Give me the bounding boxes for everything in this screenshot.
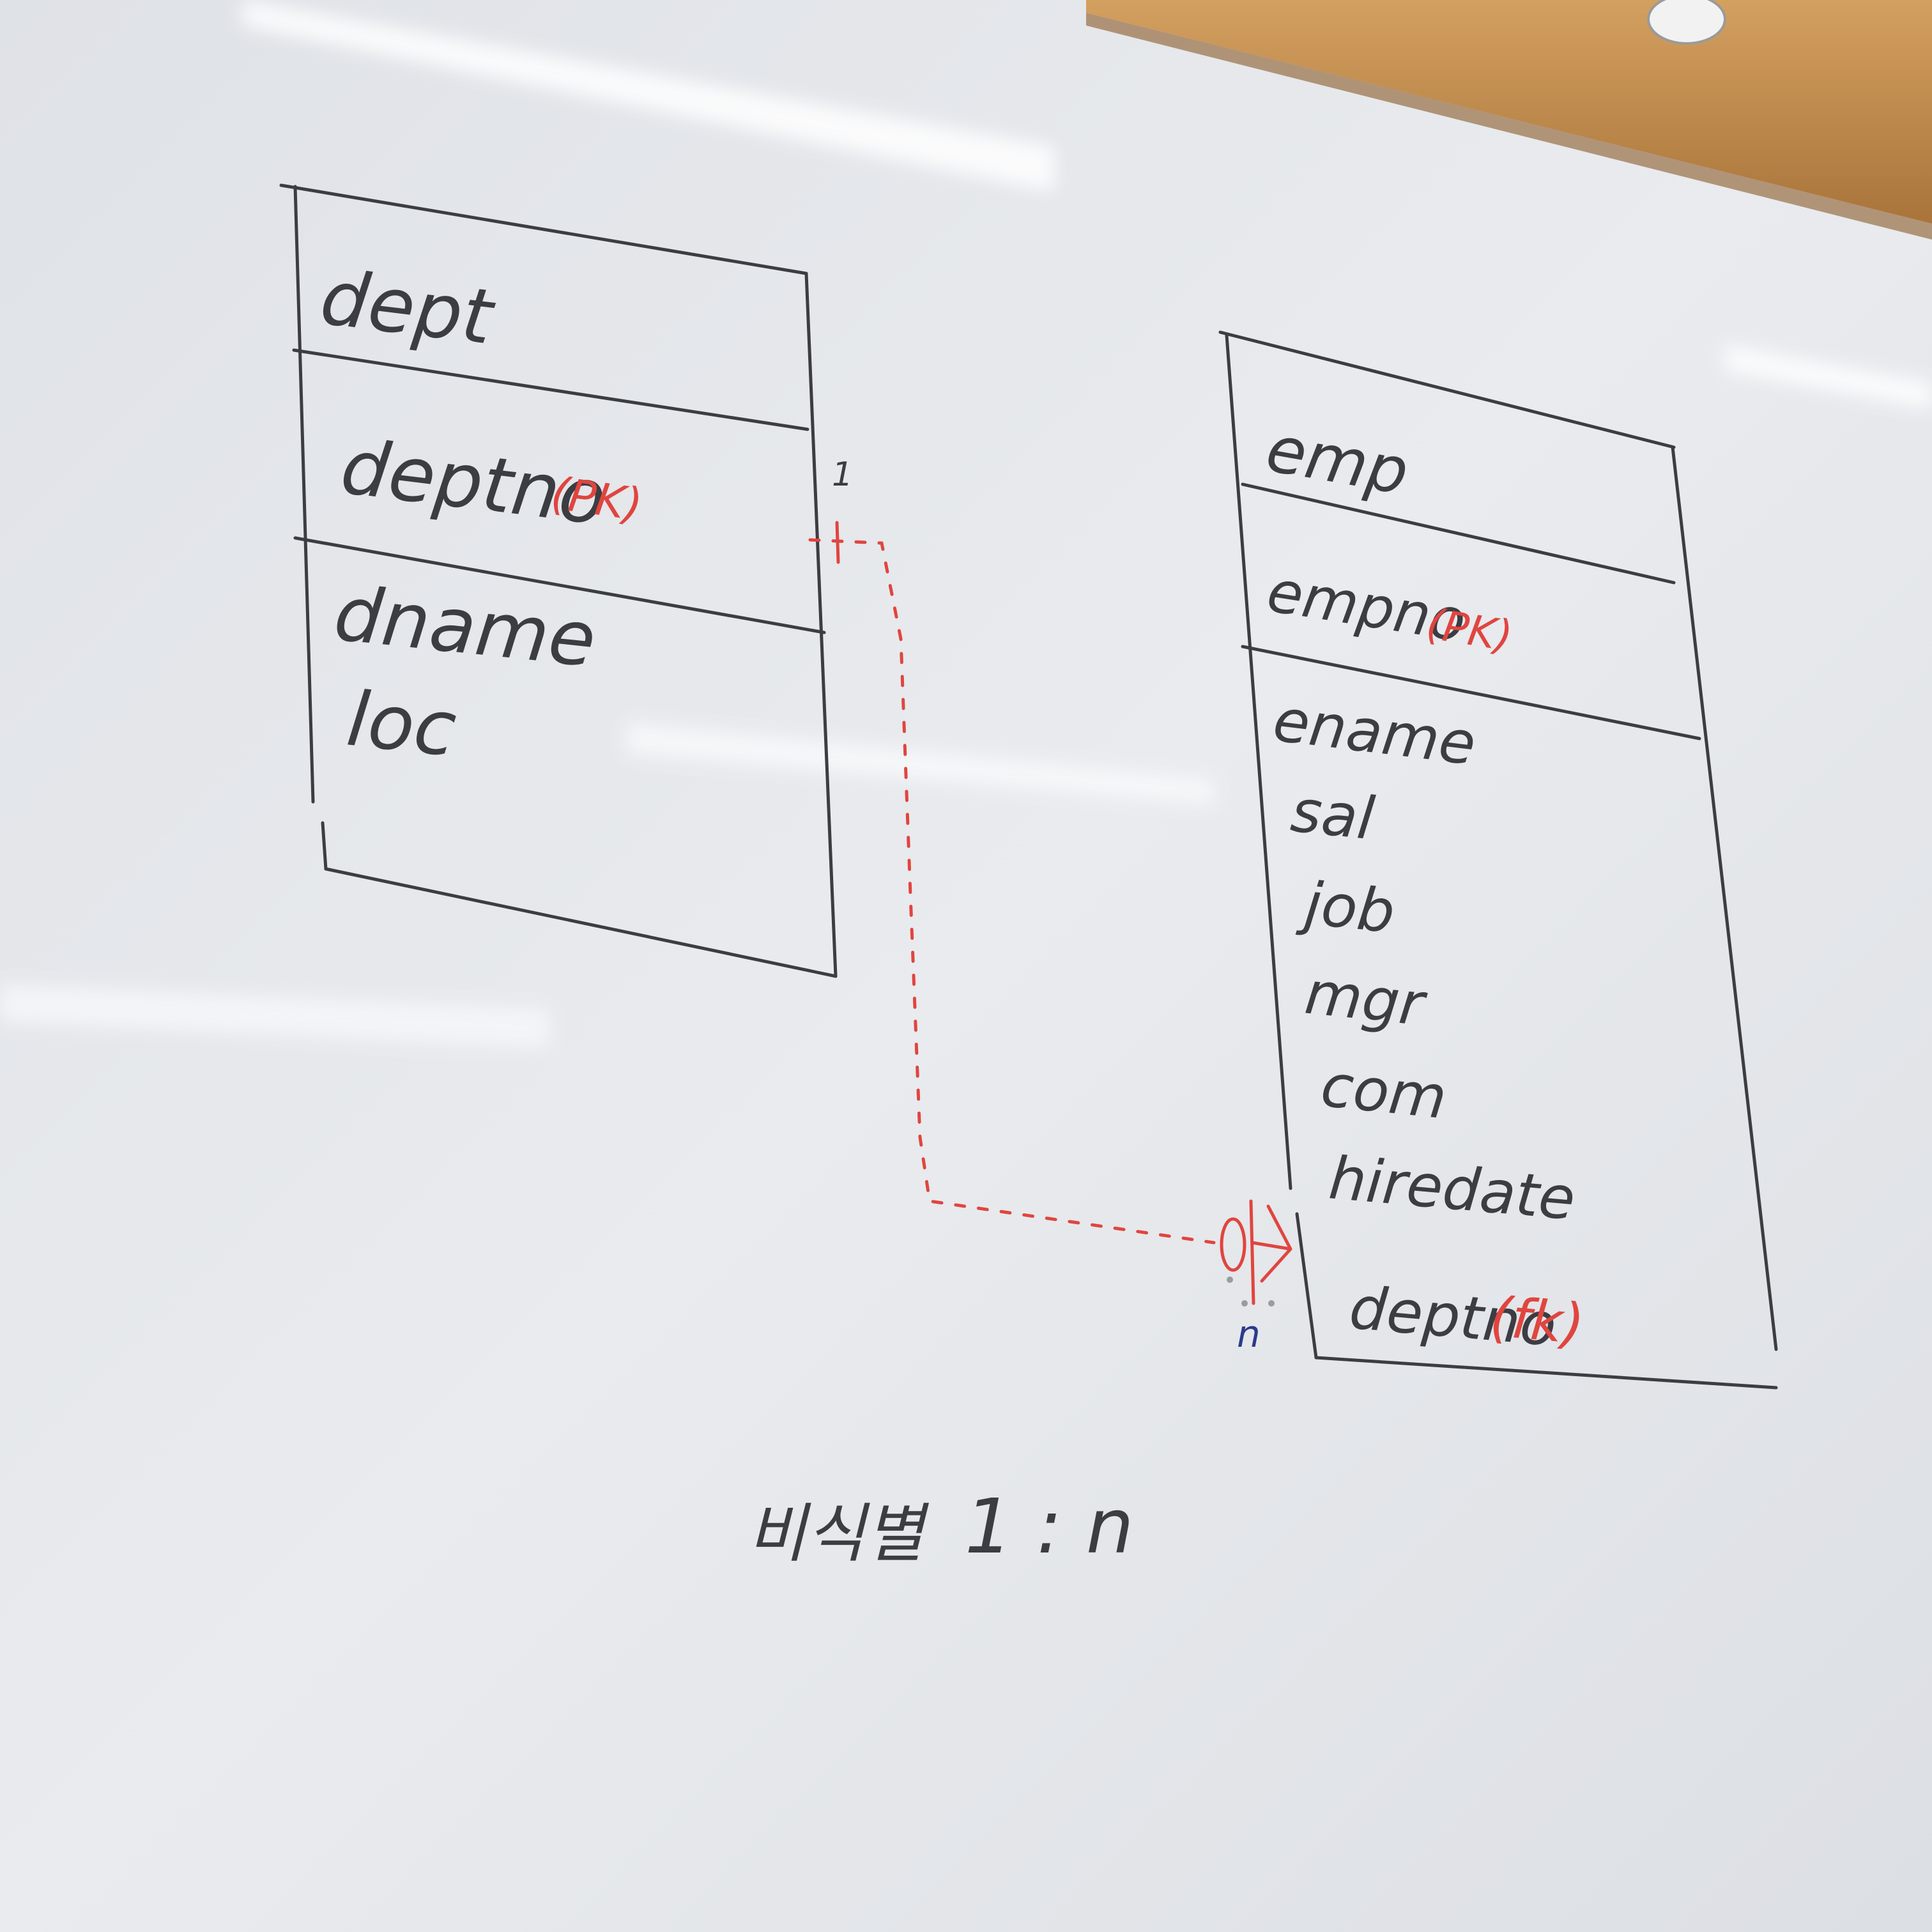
- emp-bottom-border: [1314, 1356, 1778, 1390]
- emp-attribute-sal: sal: [1288, 776, 1378, 853]
- dept-divider-key: [293, 536, 826, 634]
- dept-divider-name: [292, 348, 809, 431]
- dept-top-border: [279, 183, 808, 275]
- child-zero-circle: [1220, 1217, 1246, 1272]
- dept-entity-name: dept: [316, 253, 500, 362]
- emp-fk-tag: (fk): [1487, 1285, 1586, 1356]
- relationship-line: [808, 521, 1292, 1305]
- emp-attribute-com: com: [1318, 1051, 1450, 1132]
- emp-divider-name: [1241, 482, 1676, 585]
- marker-tray: [1086, 0, 1932, 224]
- child-crowsfoot: [1249, 1199, 1292, 1305]
- child-cardinality: n: [1237, 1312, 1261, 1356]
- light-reflections: [0, 0, 1932, 1048]
- dept-bottom-border: [324, 867, 838, 978]
- child-cardinality-dots: [1227, 1276, 1275, 1307]
- dept-left-border-lower: [321, 821, 328, 871]
- dept-pk-tag: (PK): [548, 467, 646, 532]
- emp-left-border-lower: [1295, 1212, 1318, 1360]
- entity-dept: [279, 183, 838, 978]
- entity-emp: [1218, 330, 1778, 1390]
- emp-divider-key: [1241, 645, 1701, 740]
- caption-label: 비식별: [747, 1496, 929, 1571]
- caption-ratio: 1 : n: [965, 1482, 1134, 1570]
- emp-top-border: [1218, 330, 1676, 449]
- dept-right-border: [804, 272, 838, 978]
- emp-right-border: [1671, 445, 1778, 1351]
- parent-one-bar: [835, 521, 840, 564]
- parent-cardinality: 1: [832, 456, 853, 494]
- dept-attribute-loc: loc: [343, 675, 460, 774]
- tray-edge: [1086, 13, 1932, 240]
- emp-left-border: [1225, 334, 1292, 1190]
- tray-object: [1647, 0, 1726, 45]
- dept-left-border: [293, 185, 315, 804]
- emp-attribute-mgr: mgr: [1302, 958, 1430, 1039]
- emp-attribute-job: job: [1295, 868, 1399, 946]
- relationship-dashed-path: [808, 538, 1216, 1245]
